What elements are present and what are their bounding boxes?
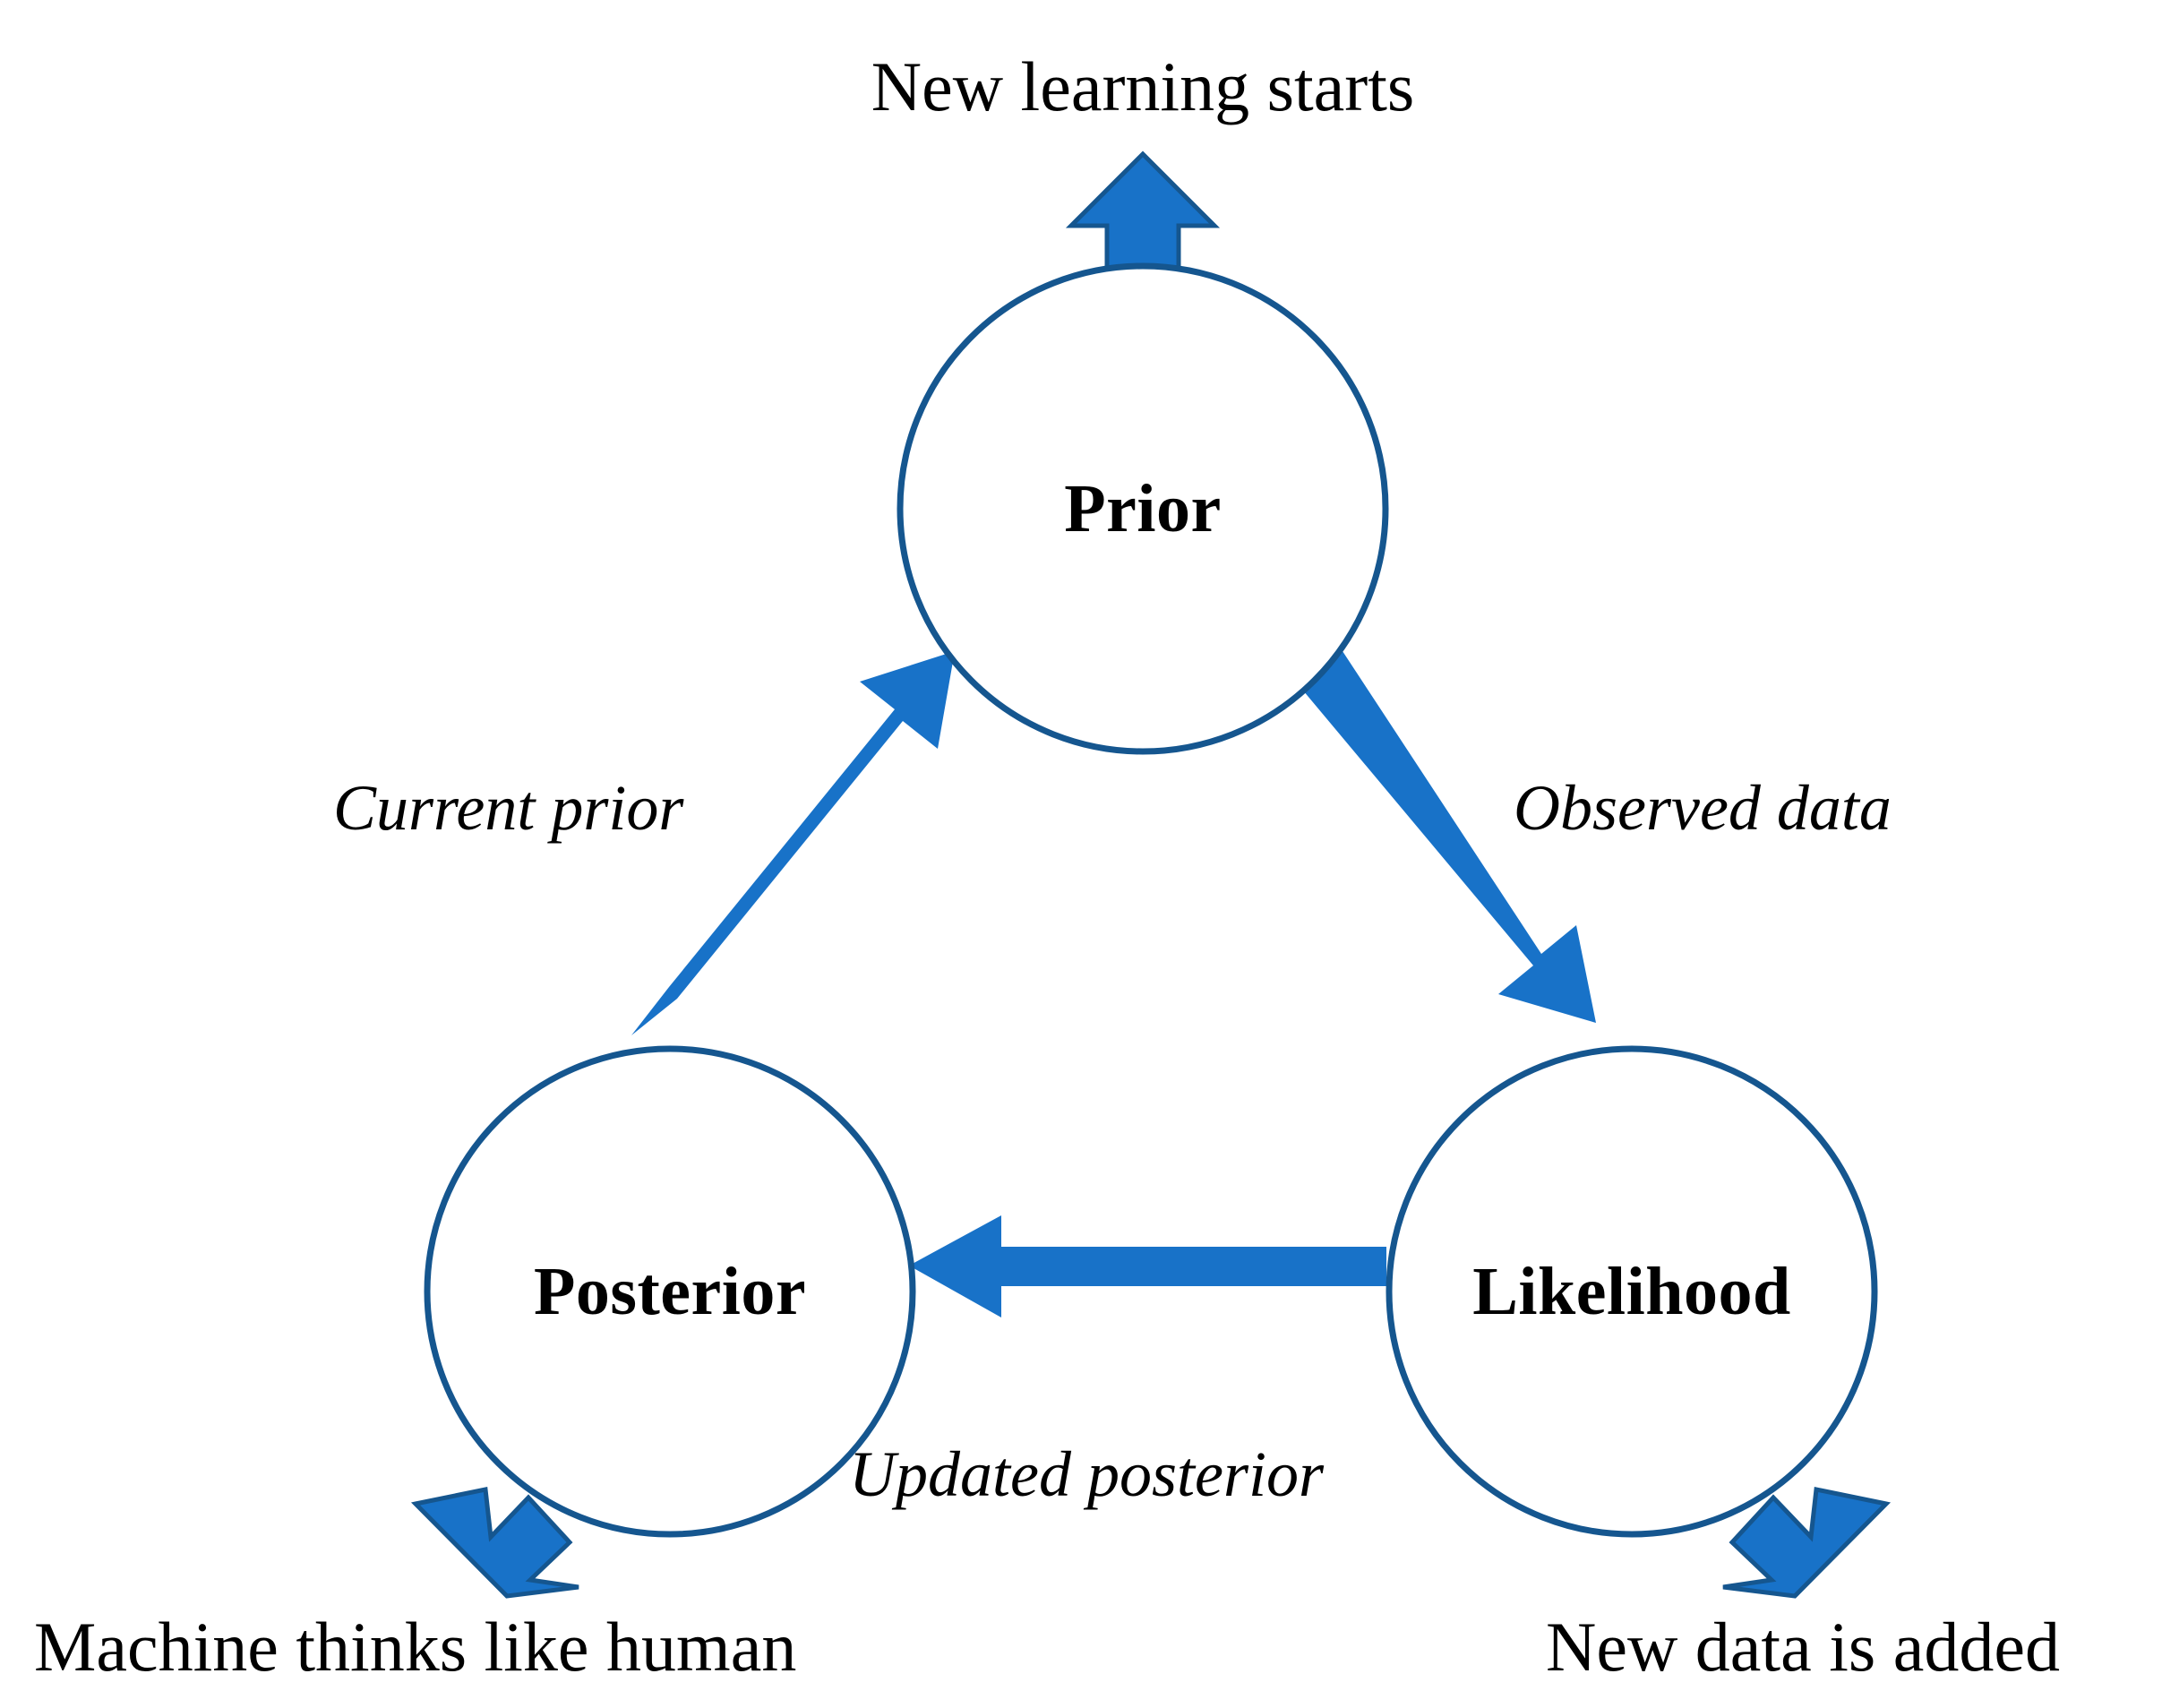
edge-label-updated-posterior: Updated posterior [849,1438,1324,1510]
node-label-prior: Prior [1064,471,1222,546]
edge-label-current-prior: Current prior [333,772,684,844]
node-circle-posterior[interactable] [424,1045,916,1538]
prior-to-likelihood-arrow-icon [1299,648,1596,1023]
machine-thinks-arrow-icon [410,1487,579,1599]
new-data-is-added-label: New data is added [1546,1608,2060,1686]
edge-label-observed-data: Observed data [1514,772,1892,844]
likelihood-to-posterior-arrow-icon [909,1215,1386,1317]
machine-thinks-like-human-label: Machine thinks like human [34,1608,797,1686]
new-data-added-arrow-icon [1722,1487,1892,1599]
posterior-to-prior-arrow-icon [631,651,955,1035]
node-circle-prior[interactable] [897,262,1389,755]
node-label-posterior: Posterior [533,1254,807,1329]
node-circle-likelihood[interactable] [1386,1045,1878,1538]
new-learning-starts-label: New learning starts [871,47,1415,125]
node-label-likelihood: Likelihood [1472,1254,1791,1329]
